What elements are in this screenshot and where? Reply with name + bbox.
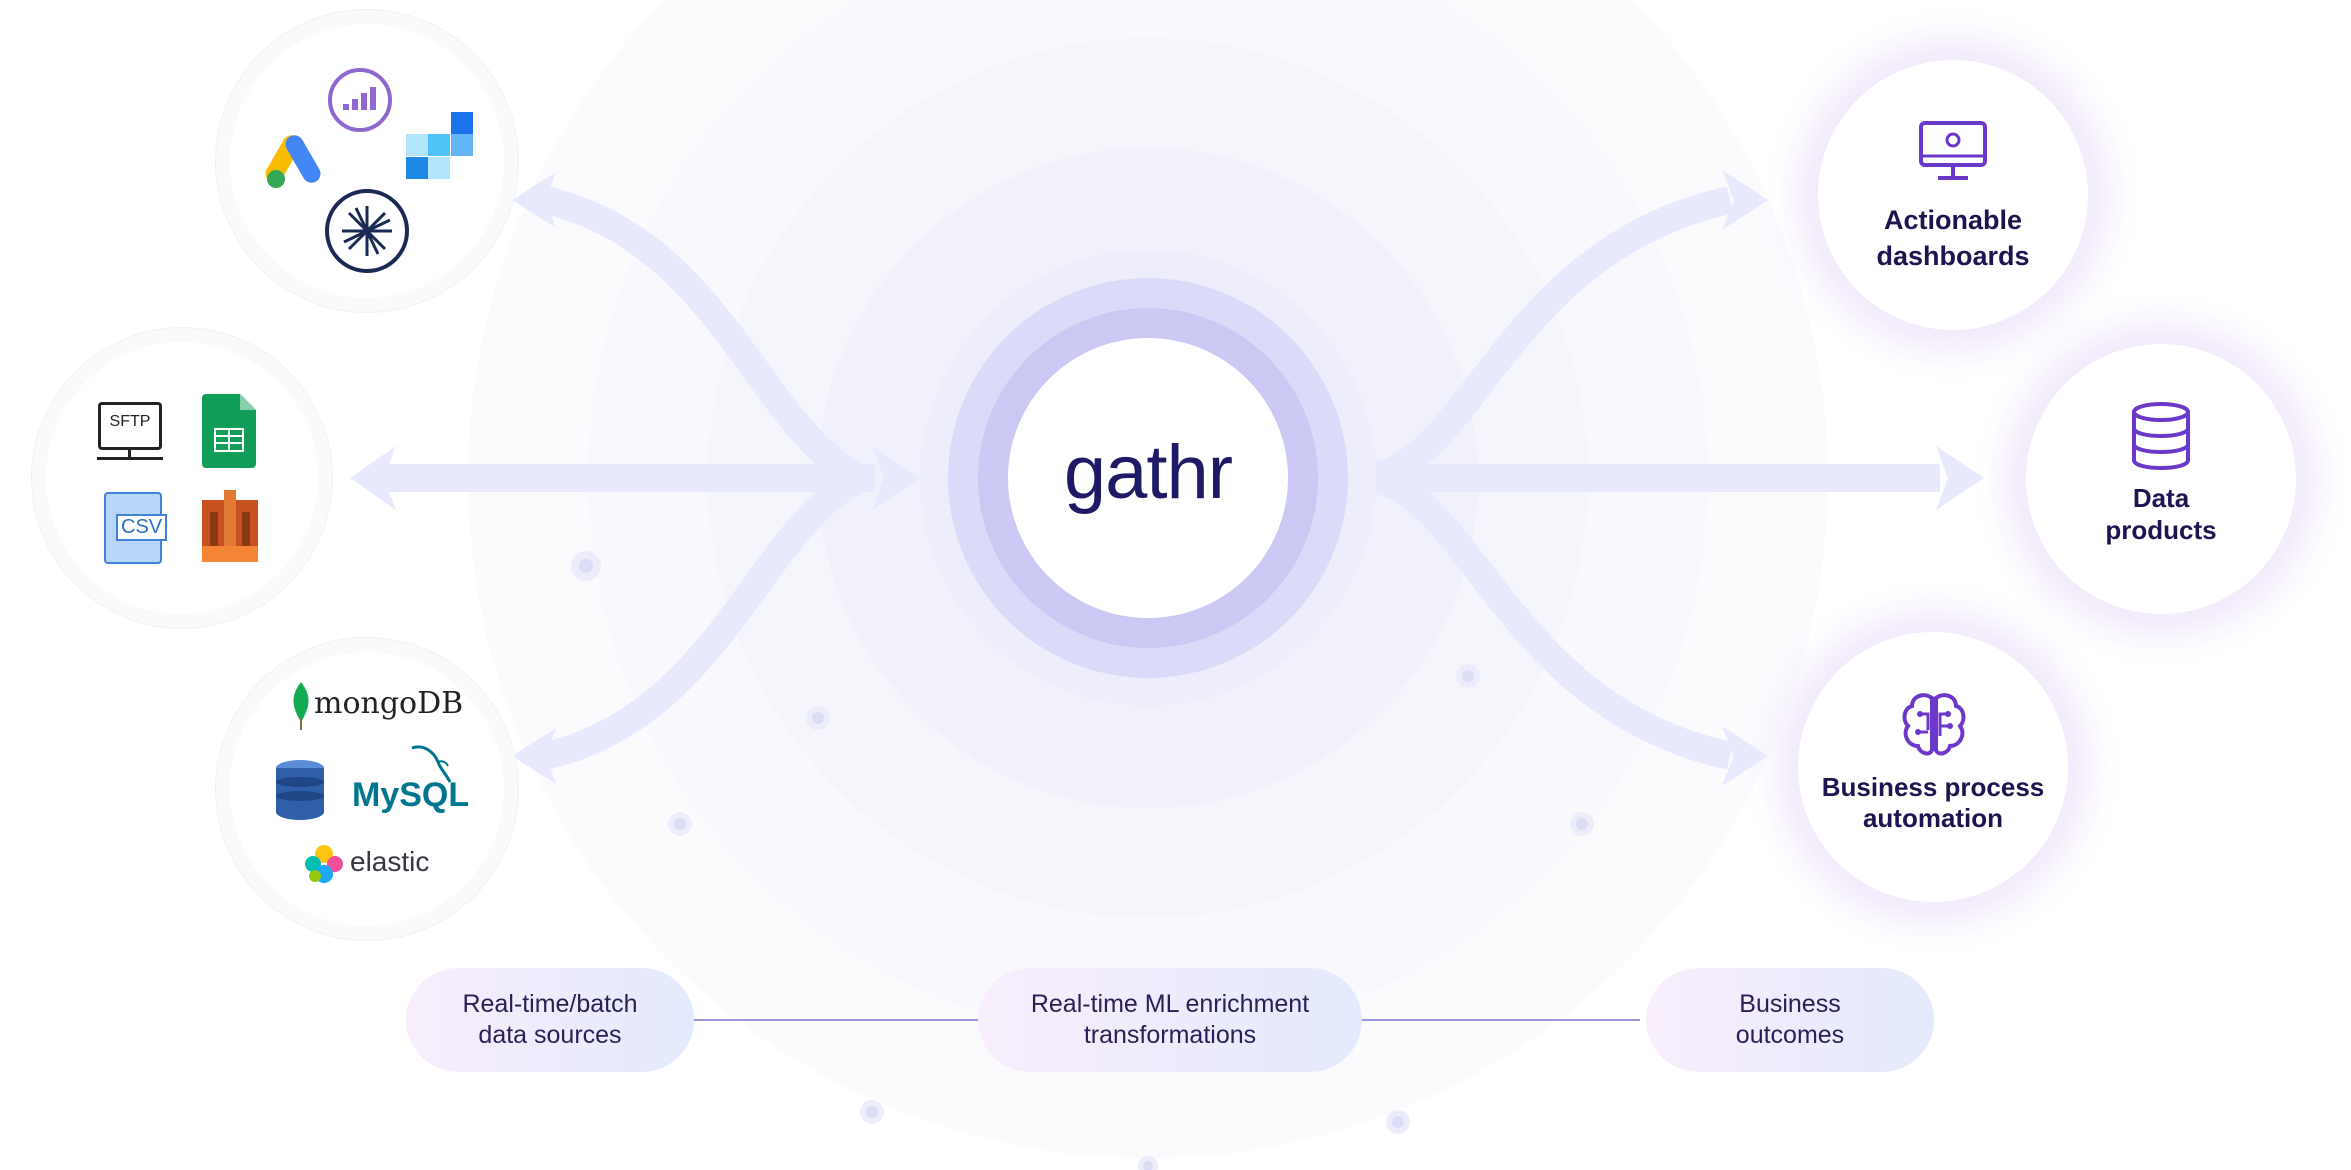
mongodb-label: mongoDB [314,686,464,721]
stage-pill-outcomes: Business outcomes [1646,968,1934,1072]
outcome-automation: Business process automation [1798,632,2068,902]
dashboards-label-line2: dashboards [1876,241,2030,271]
csv-label: CSV [116,514,168,541]
source-group-marketing [230,24,504,298]
sftp-server-icon: SFTP [97,402,163,460]
decorative-dots [571,551,1594,1170]
google-sheets-icon [202,394,256,468]
signal-bars-icon [328,68,392,132]
dashboards-label-line1: Actionable [1883,205,2023,235]
stage-transform-line1: Real-time ML enrichment [1030,990,1310,1018]
mysql-icon [411,745,452,783]
database-icon [2132,402,2190,470]
source-group-databases: mongoDB MySQL elastic [230,652,504,926]
stage-sources-line2: data sources [478,1021,622,1049]
stage-outcomes-line2: outcomes [1735,1021,1845,1049]
output-arrowheads [1722,170,1984,786]
starburst-icon [325,189,409,273]
gathr-logo: gathr [1008,428,1288,518]
outcome-dashboards: Actionable dashboards [1818,60,2088,330]
pixel-grid-icon [406,112,473,179]
input-arrowheads [350,172,920,784]
data-products-label-line1: Data [2132,483,2190,513]
output-arrows [1359,186,1940,770]
data-products-label-line2: products [2105,515,2217,545]
automation-label-line2: automation [1862,803,2004,833]
sftp-label: SFTP [109,413,151,430]
monitor-icon [1919,121,1987,180]
google-ads-icon [265,135,321,188]
outcome-data-products: Data products [2026,344,2296,614]
gathr-logo-text: gathr [1063,430,1233,515]
automation-label-line1: Business process [1821,772,2045,802]
elastic-label: elastic [350,846,430,877]
mongodb-icon [293,682,309,730]
mysql-label: MySQL [352,776,470,814]
stage-outcomes-line1: Business [1739,990,1841,1018]
dynamodb-icon [276,760,324,820]
stage-pill-transform: Real-time ML enrichment transformations [978,968,1362,1072]
elastic-icon [305,845,343,883]
stage-pill-sources: Real-time/batch data sources [406,968,694,1072]
aws-redshift-icon [202,490,258,562]
input-arrows [380,186,875,770]
stage-sources-line1: Real-time/batch [462,990,638,1018]
source-group-files: SFTP CSV [46,342,318,614]
stage-transform-line2: transformations [1083,1021,1257,1049]
csv-file-icon: CSV [104,492,168,564]
brain-icon [1902,693,1966,756]
center-rings [920,250,1376,706]
